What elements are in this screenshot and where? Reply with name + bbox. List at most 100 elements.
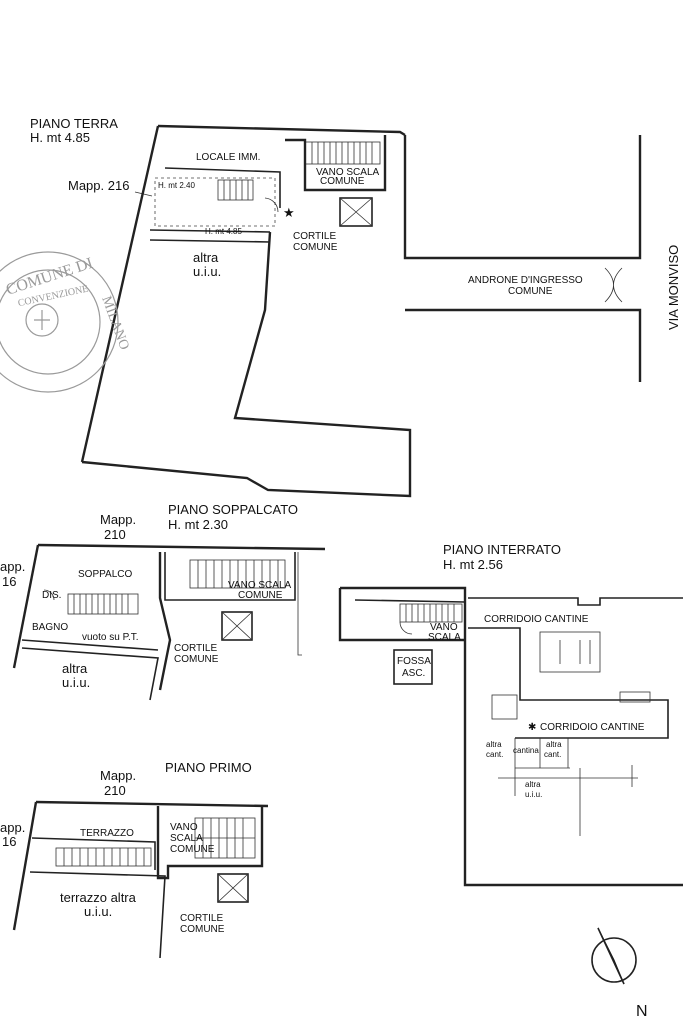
primo-mapp-left-number: 16 xyxy=(2,834,16,849)
interior-wall xyxy=(149,229,271,233)
soppalcato-vano-scala: VANO SCALA xyxy=(228,580,291,591)
corridoio-marker: ✱ xyxy=(528,722,536,733)
dis-label: DIS. xyxy=(42,590,61,601)
primo-cortile-comune: COMUNE xyxy=(180,924,225,935)
piano-interrato-plan: PIANO INTERRATO H. mt 2.56 FOSSA ASC. VA… xyxy=(338,542,683,887)
fossa-asc-label: ASC. xyxy=(402,668,425,679)
interrato-inner-wall xyxy=(354,599,466,603)
terrazzo-label: TERRAZZO xyxy=(80,828,134,839)
cortile-comune-label: COMUNE xyxy=(293,242,338,253)
soppalcato-cortile: CORTILE xyxy=(174,643,217,654)
soppalcato-mapp-left-number: 16 xyxy=(2,574,16,589)
androne-south-wall xyxy=(405,308,642,382)
interrato-height: H. mt 2.56 xyxy=(443,557,503,572)
elevator-box xyxy=(339,197,373,227)
interrato-stair xyxy=(399,603,463,623)
bagno-label: BAGNO xyxy=(32,622,68,633)
locale-wall xyxy=(164,167,281,208)
municipal-stamp: COMUNE DI MILANO CONVENZIONE xyxy=(0,251,131,393)
stair-wall xyxy=(285,135,387,192)
vano-scala-comune: COMUNE xyxy=(320,176,365,187)
primo-comune: COMUNE xyxy=(170,844,215,855)
soppalcato-altra-uiu: u.i.u. xyxy=(62,675,90,690)
soppalcato-stair-wall xyxy=(164,552,296,601)
altra-cant-1: altra xyxy=(486,740,502,749)
soppalco-label: SOPPALCO xyxy=(78,569,132,580)
vano-scala-label: VANO SCALA xyxy=(316,167,379,178)
altra-cant-1b: cant. xyxy=(486,750,503,759)
main-door xyxy=(604,267,623,303)
dis-door xyxy=(43,589,55,601)
interrato-west-wall xyxy=(338,588,465,642)
altra-uiu-label: u.i.u. xyxy=(193,264,221,279)
primo-cortile: CORTILE xyxy=(180,913,223,924)
stamp-side-text: MILANO xyxy=(98,294,131,352)
piano-soppalcato-plan: PIANO SOPPALCATO H. mt 2.30 Mapp. 210 ap… xyxy=(0,502,326,701)
h485-label: H. mt 4.85 xyxy=(205,227,242,236)
primo-balcony xyxy=(55,847,152,867)
mezzanine-outline xyxy=(154,177,276,227)
androne-north-wall xyxy=(403,135,642,260)
north-wall xyxy=(157,124,406,137)
elevator-cross xyxy=(339,197,373,227)
interrato-outer-wall xyxy=(340,586,683,887)
interrato-scala: SCALA xyxy=(428,632,461,643)
stamp-inner-ring xyxy=(0,269,101,375)
via-monviso-label: VIA MONVISO xyxy=(666,245,681,330)
west-wall xyxy=(80,125,160,463)
primo-mapp-left: app. xyxy=(0,820,25,835)
corridoio-north-wall xyxy=(468,597,683,606)
soppalcato-interior-wall xyxy=(21,639,159,651)
door-swing xyxy=(264,197,279,213)
interior-wall-2 xyxy=(149,239,271,243)
primo-title: PIANO PRIMO xyxy=(165,760,252,775)
androne-label: ANDRONE D'INGRESSO xyxy=(468,275,583,286)
interrato-door xyxy=(399,621,413,635)
altra-label: altra xyxy=(193,250,219,265)
piano-terra-height: H. mt 4.85 xyxy=(30,130,90,145)
soppalcato-height: H. mt 2.30 xyxy=(168,517,228,532)
primo-elevator xyxy=(217,873,249,903)
primo-mapp-number: 210 xyxy=(104,783,126,798)
primo-scala: SCALA xyxy=(170,833,203,844)
altra-cant-2: altra xyxy=(546,740,562,749)
soppalcato-interior-wall-2 xyxy=(21,647,159,701)
cantina-block xyxy=(539,631,601,673)
primo-terrace-edge xyxy=(31,837,156,870)
vuoto-label: vuoto su P.T. xyxy=(82,632,139,643)
cantina-small-2 xyxy=(619,691,651,703)
soppalcato-mapp-left: app. xyxy=(0,559,25,574)
stamp-emblem-cross xyxy=(34,310,50,330)
stamp-outer-ring xyxy=(0,251,119,393)
soppalcato-altra: altra xyxy=(62,661,88,676)
fossa-box xyxy=(393,649,433,685)
soppalcato-mapp: Mapp. xyxy=(100,512,136,527)
altra-uiu-interrato: altra xyxy=(525,780,541,789)
piano-primo-plan: PIANO PRIMO Mapp. 210 app. 16 TERRAZZO V… xyxy=(0,760,269,959)
compass-circle xyxy=(591,937,637,983)
primo-stair-wall xyxy=(156,806,264,880)
corridoio-cantine-2: CORRIDOIO CANTINE xyxy=(540,722,645,733)
terrazzo-altra-uiu: u.i.u. xyxy=(84,904,112,919)
altra-cant-2b: cant. xyxy=(544,750,561,759)
interrato-vano: VANO xyxy=(430,622,458,633)
h240-label: H. mt 2.40 xyxy=(158,181,195,190)
primo-west-wall xyxy=(12,801,38,931)
soppalcato-cortile-comune: COMUNE xyxy=(174,654,219,665)
primo-north-wall xyxy=(35,800,269,808)
corridoio-cantine-1: CORRIDOIO CANTINE xyxy=(484,614,589,625)
cantina-partitions xyxy=(559,640,591,664)
soppalcato-vano-comune: COMUNE xyxy=(238,590,283,601)
primo-mapp: Mapp. xyxy=(100,768,136,783)
soppalcato-title: PIANO SOPPALCATO xyxy=(168,502,298,517)
fossa-label: FOSSA xyxy=(397,656,431,667)
interrato-title: PIANO INTERRATO xyxy=(443,542,561,557)
compass-axis xyxy=(597,927,625,985)
soppalcato-east-wall xyxy=(158,552,172,691)
soppalcato-main-stair xyxy=(189,559,286,589)
altra-uiu-interrato-2: u.i.u. xyxy=(525,790,542,799)
piano-terra-title: PIANO TERRA xyxy=(30,116,118,131)
cortile-label: CORTILE xyxy=(293,231,336,242)
corridoio-wall xyxy=(468,627,669,739)
